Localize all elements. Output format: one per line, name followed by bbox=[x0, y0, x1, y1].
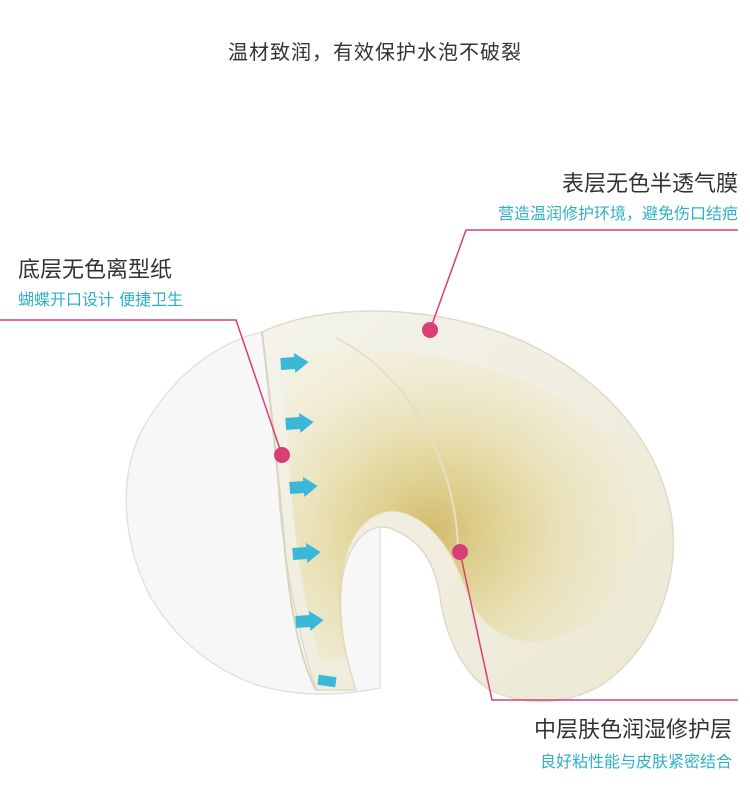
arrow-right-icon bbox=[292, 543, 321, 563]
pointer-dot-bottom-layer bbox=[274, 447, 290, 463]
middle-layer-subtitle: 良好粘性能与皮肤紧密结合 bbox=[539, 752, 732, 771]
film-seam bbox=[335, 337, 460, 561]
page-headline: 温材致润，有效保护水泡不破裂 bbox=[228, 40, 522, 64]
pointer-line-middle-layer bbox=[459, 551, 738, 701]
arrow-fragment bbox=[317, 674, 337, 688]
bottom-layer-title: 底层无色离型纸 bbox=[18, 258, 173, 283]
pointer-lines bbox=[0, 229, 738, 701]
bottom-layer-subtitle: 蝴蝶开口设计 便捷卫生 bbox=[18, 290, 184, 309]
arrow-right-icon bbox=[285, 413, 314, 433]
arrow-right-icon bbox=[280, 353, 309, 373]
top-layer-subtitle: 营造温润修护环境，避免伤口结疤 bbox=[497, 204, 738, 223]
film-fold-edge bbox=[261, 331, 317, 691]
pointer-dot-top-layer bbox=[422, 322, 438, 338]
pointer-line-top-layer bbox=[429, 229, 738, 331]
top-layer-title: 表层无色半透气膜 bbox=[561, 172, 738, 197]
direction-arrows bbox=[280, 353, 337, 688]
pointer-dots bbox=[274, 322, 468, 560]
middle-layer-title: 中层肤色润湿修护层 bbox=[533, 718, 732, 743]
arrow-right-icon bbox=[295, 611, 324, 631]
pointer-line-bottom-layer bbox=[0, 319, 283, 456]
arrow-right-icon bbox=[289, 477, 318, 497]
gel-pad bbox=[285, 350, 637, 660]
pointer-dot-middle-layer bbox=[452, 544, 468, 560]
